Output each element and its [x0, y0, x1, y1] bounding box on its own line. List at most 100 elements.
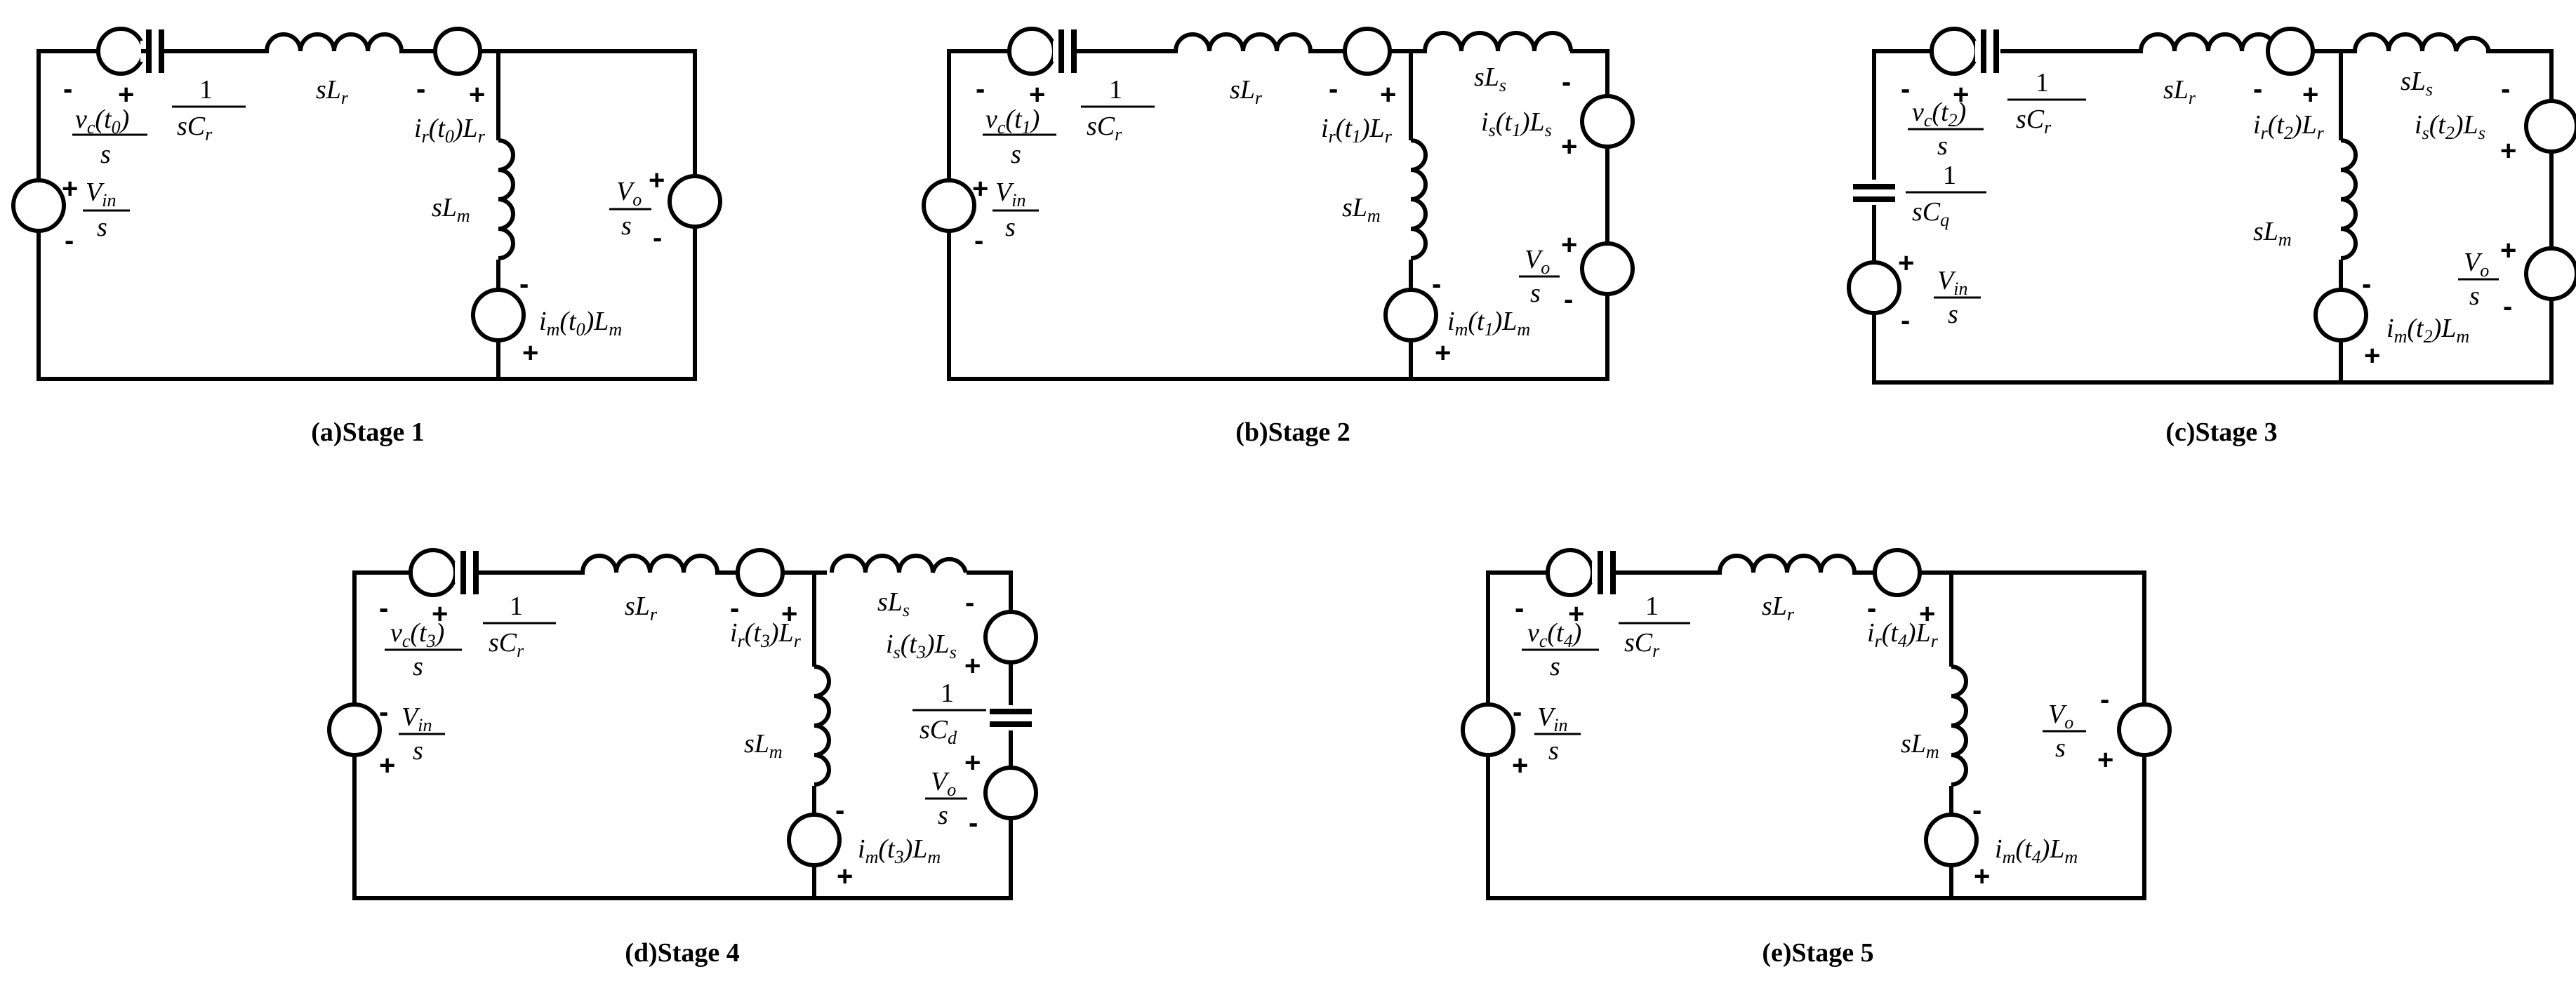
stage-1-im-minus: - — [519, 269, 529, 300]
stage-1-source-vc — [96, 27, 145, 76]
stage-1-inductor-lr — [265, 32, 404, 52]
stage-4-caption: (d)Stage 4 — [625, 938, 740, 968]
stage-5-vin-label: Vin — [1537, 702, 1567, 735]
stage-1-inductor-lm — [498, 138, 515, 260]
stage-5-vc-label: vc(t4) — [1527, 618, 1581, 651]
stage-4-vc-label: vc(t3) — [390, 618, 444, 651]
stage-2-inductor-ls — [1423, 31, 1573, 52]
stage-1-source-vin — [11, 178, 66, 233]
stage-1-vc-denominator: s — [100, 140, 111, 169]
stage-5-inductor-lm — [1951, 665, 1968, 787]
stage-3-ls-label: sLs — [2401, 67, 2433, 100]
stage-4-is-label: is(t3)Ls — [886, 629, 957, 662]
stage-1-capacitor-cr — [140, 29, 269, 73]
stage-1-vin-minus: - — [65, 225, 74, 256]
stage-1-vin-denominator: s — [97, 213, 107, 242]
stage-4-vin-minus: - — [379, 697, 388, 728]
stage-3-vin-label: Vin — [1937, 266, 1967, 299]
stage-1-source-im — [471, 288, 526, 342]
stage-2-ir-minus: - — [1329, 74, 1338, 105]
stage-3-vo-label: Vo — [2464, 248, 2489, 281]
stage-5-vc-minus: - — [1515, 593, 1524, 624]
stage-3-vc-minus: - — [1901, 74, 1910, 105]
stage-3-im-label: im(t2)Lm — [2386, 314, 2469, 347]
stage-2-vo-label: Vo — [1525, 245, 1550, 278]
stage-4-cd-numerator: 1 — [941, 679, 954, 708]
stage-3-cap-denominator: sCr — [2016, 105, 2052, 138]
stage-5-vo-minus: - — [2100, 684, 2109, 715]
stage-2-vc-plus: + — [1029, 79, 1045, 110]
stage-5-capacitor-cr — [1592, 551, 1722, 594]
stage-5-inductor-lr — [1718, 554, 1857, 573]
stage-5-im-plus: + — [1974, 861, 1990, 892]
stage-1-ir-minus: - — [416, 74, 425, 105]
stage-4-im-plus: + — [837, 861, 853, 892]
stage-5-source-im — [1924, 813, 1979, 867]
stage-3-im-plus: + — [2364, 340, 2380, 371]
stage-2-is-label: is(t1)Ls — [1481, 107, 1552, 140]
stage-2-im-plus: + — [1435, 338, 1451, 368]
stage-4-circuit: - + - + - + - + + - - + 1 sCr sLr sLs vc… — [327, 548, 1038, 900]
stage-2-is-plus: + — [1561, 131, 1577, 162]
stage-5-source-vc — [1546, 548, 1595, 597]
stage-4-ir-label: ir(t3)Lr — [730, 618, 802, 651]
stage-3-source-vo — [2524, 246, 2576, 301]
stage-3-vc-label: vc(t2) — [1912, 98, 1966, 131]
stage-3-lm-label: sLm — [2253, 217, 2292, 250]
stage-4-source-vc — [409, 548, 458, 597]
stage-4-cap-numerator: 1 — [510, 592, 523, 621]
stage-4-vc-minus: - — [379, 593, 388, 624]
stage-3-capacitor-cq — [1853, 180, 1895, 205]
stage-1-im-label: im(t0)Lm — [539, 307, 622, 340]
stage-2-caption: (b)Stage 2 — [1235, 418, 1350, 447]
stage-1-im-plus: + — [522, 338, 538, 368]
stage-4-inductor-ls — [830, 554, 968, 573]
stage-1-ir-plus: + — [469, 79, 485, 110]
stage-2-cap-denominator: sCr — [1087, 112, 1122, 145]
stage-3-caption: (c)Stage 3 — [2165, 418, 2277, 447]
stage-1-lm-label: sLm — [432, 193, 470, 226]
stage-1-source-ir — [433, 27, 482, 76]
stage-2-vo-plus: + — [1561, 229, 1577, 260]
stage-4-inductor-lm — [814, 665, 831, 787]
stage-3-source-is — [2524, 99, 2576, 154]
stage-5-vo-denominator: s — [2055, 733, 2066, 763]
stage-4-im-minus: - — [835, 795, 844, 826]
stage-5-ir-plus: + — [1919, 599, 1935, 629]
stage-2-inductor-lm — [1410, 138, 1428, 260]
stage-3-source-vin — [1847, 260, 1901, 315]
stage-2-source-is — [1580, 94, 1635, 149]
stage-5-vc-plus: + — [1568, 599, 1584, 629]
stage-2-vo-minus: - — [1564, 284, 1573, 315]
stage-3-ir-minus: - — [2253, 74, 2262, 105]
stage-1-cap-numerator: 1 — [199, 75, 213, 105]
stage-1-vc-minus: - — [63, 74, 72, 105]
stage-4-ir-minus: - — [730, 593, 739, 624]
stage-1-vin-label: Vin — [86, 178, 116, 211]
stage-3-ir-plus: + — [2302, 79, 2318, 110]
stage-3-ir-label: ir(t2)Lr — [2253, 110, 2325, 143]
stage-5-cap-numerator: 1 — [1645, 592, 1659, 621]
stage-1-ir-label: ir(t0)Lr — [414, 114, 486, 147]
stage-4-cd-denominator: sCd — [919, 715, 957, 748]
stage-4-source-is — [983, 610, 1038, 665]
stage-4-vin-denominator: s — [413, 736, 423, 766]
stage-4-im-label: im(t3)Lm — [858, 834, 941, 867]
stage-1-source-vo — [668, 174, 722, 229]
stage-1-cap-denominator: sCr — [177, 112, 213, 145]
stage-2-ir-plus: + — [1380, 79, 1396, 110]
stage-4-inductor-lr — [580, 554, 719, 573]
stage-5-vo-plus: + — [2097, 745, 2113, 775]
stage-2-im-label: im(t1)Lm — [1447, 307, 1530, 340]
stage-5-vc-denominator: s — [1550, 652, 1560, 681]
stage-2-vin-minus: - — [974, 225, 983, 256]
stage-5-vo-label: Vo — [2048, 700, 2073, 733]
stage-2-source-ir — [1343, 27, 1392, 76]
stage-5-ir-minus: - — [1867, 593, 1876, 624]
stage-2-source-vc — [1007, 27, 1056, 76]
stage-2-source-vin — [922, 178, 976, 233]
stage-1-vo-denominator: s — [621, 211, 632, 241]
stage-3-vo-minus: - — [2503, 291, 2512, 322]
stage-4-vo-label: Vo — [931, 767, 956, 800]
stage-2-source-vo — [1580, 241, 1635, 296]
